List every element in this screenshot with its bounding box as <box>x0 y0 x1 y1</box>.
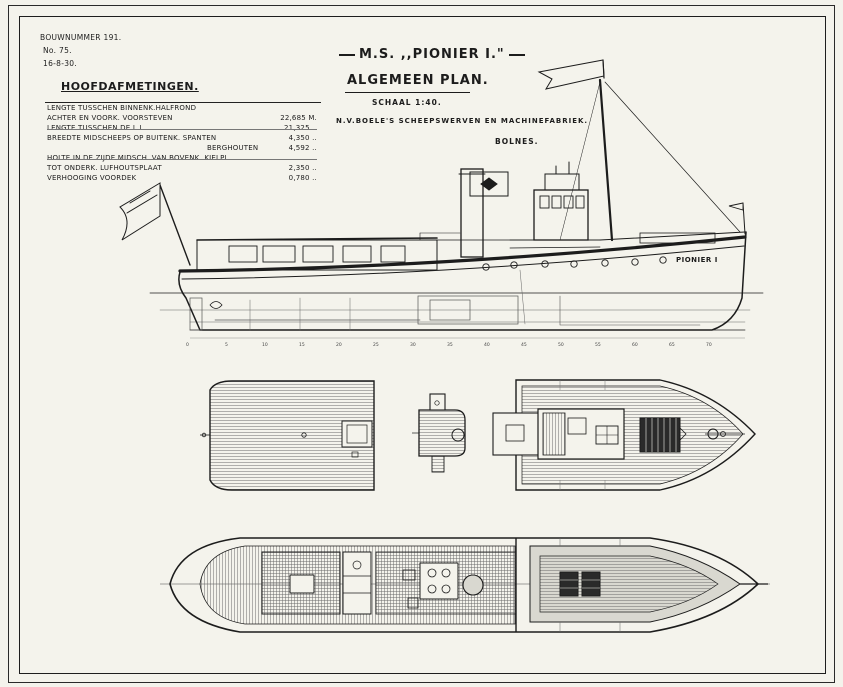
frame-mark: 0 <box>186 342 189 348</box>
chain-locker-hatch <box>581 571 601 597</box>
deckhouse-window <box>228 245 258 263</box>
deckhouse-window <box>262 245 296 263</box>
mast-pennant <box>537 59 605 90</box>
bridge-deck <box>418 409 466 457</box>
forestay <box>604 81 741 233</box>
frame-mark: 35 <box>447 342 453 348</box>
aft-deck-roof <box>209 380 375 491</box>
dimension-row: BERGHOUTEN 4,592 .. <box>207 144 317 152</box>
wheelhouse-window <box>575 195 585 209</box>
plan-title-underline <box>345 92 470 93</box>
main-engine <box>419 562 459 600</box>
mast <box>598 78 614 242</box>
chain-locker-hatch <box>559 571 579 597</box>
portholes <box>482 256 667 271</box>
funnel <box>460 168 484 258</box>
deckhouse-window <box>380 245 406 263</box>
dimension-row: ACHTER EN VOORK. VOORSTEVEN 22,685 M. <box>47 114 317 122</box>
frame-mark: 20 <box>336 342 342 348</box>
wheelhouse-window <box>563 195 574 209</box>
engine <box>429 299 471 321</box>
build-number: BOUWNUMMER 191. <box>40 33 122 42</box>
saloon-table <box>289 574 315 594</box>
ship-name-title: M.S. ,,PIONIER I." <box>335 47 529 62</box>
drawing-number: No. 75. <box>43 46 72 55</box>
deckhouse-window <box>302 245 334 263</box>
row-underline <box>47 129 317 130</box>
engine-room-plan <box>375 551 517 615</box>
frame-mark: 45 <box>521 342 527 348</box>
wheelhouse-top <box>544 173 580 191</box>
plan-title: ALGEMEEN PLAN. <box>347 73 489 88</box>
frame-mark: 55 <box>595 342 601 348</box>
rudder <box>189 297 203 331</box>
frame-mark: 5 <box>225 342 228 348</box>
frame-mark: 15 <box>299 342 305 348</box>
lower-deck-plan <box>160 537 770 633</box>
ladder <box>431 455 445 473</box>
dimensions-title: HOOFDAFMETINGEN. <box>61 80 199 93</box>
drawing-date: 16-8-30. <box>43 59 78 68</box>
engine-room <box>417 295 519 325</box>
dimension-row: LENGTE TUSSCHEN DE L.L. 21,325 .. <box>47 124 317 132</box>
forward-deck <box>515 379 756 491</box>
deck-plan <box>200 379 756 491</box>
dimension-row: BREEDTE MIDSCHEEPS OP BUITENK. SPANTEN 4… <box>47 134 317 142</box>
location-label: BOLNES. <box>495 137 539 146</box>
inner-frame <box>19 16 826 674</box>
flywheel <box>462 574 484 596</box>
funnel-emblem-box <box>469 171 509 197</box>
outer-frame <box>8 5 835 683</box>
frame-mark: 10 <box>262 342 268 348</box>
dimension-row: HOLTE IN DE ZIJDE MIDSCH. VAN BOVENK. KI… <box>47 154 232 162</box>
funnel-emblem <box>480 177 498 191</box>
aft-deckhouse <box>196 239 438 271</box>
wheelhouse-plan <box>429 393 446 411</box>
propeller <box>209 301 223 309</box>
galley-hatch <box>492 412 540 456</box>
hull-name-label: PIONIER I <box>676 256 718 264</box>
ensign-staff <box>159 184 191 266</box>
frame-mark: 25 <box>373 342 379 348</box>
dimensions-rule <box>45 102 321 103</box>
frame-mark: 65 <box>669 342 675 348</box>
stern-ensign-flag <box>119 182 161 241</box>
dimension-row: TOT ONDERK. LUFHOUTSPLAAT 2,350 .. <box>47 164 317 172</box>
dimension-row: VERHOOGING VOORDEK 0,780 .. <box>47 174 317 182</box>
scale-label: SCHAAL 1:40. <box>372 98 442 107</box>
frame-mark: 40 <box>484 342 490 348</box>
frame-mark: 50 <box>558 342 564 348</box>
frame-mark: 70 <box>706 342 712 348</box>
frame-mark: 60 <box>632 342 638 348</box>
side-elevation <box>119 59 764 331</box>
row-underline <box>47 159 317 160</box>
shipyard-name: N.V.BOELE'S SCHEEPSWERVEN EN MACHINEFABR… <box>336 117 589 125</box>
hull-outline <box>178 231 747 331</box>
dimension-row: LENGTE TUSSCHEN BINNENK.HALFROND <box>47 104 197 112</box>
foredeck-lifeboat <box>639 232 716 244</box>
wheelhouse-window <box>539 195 550 209</box>
deckhouse-window <box>342 245 372 263</box>
wheelhouse-window <box>551 195 562 209</box>
steering-wheel <box>451 428 465 442</box>
toilet-room <box>342 551 372 615</box>
frame-mark: 30 <box>410 342 416 348</box>
